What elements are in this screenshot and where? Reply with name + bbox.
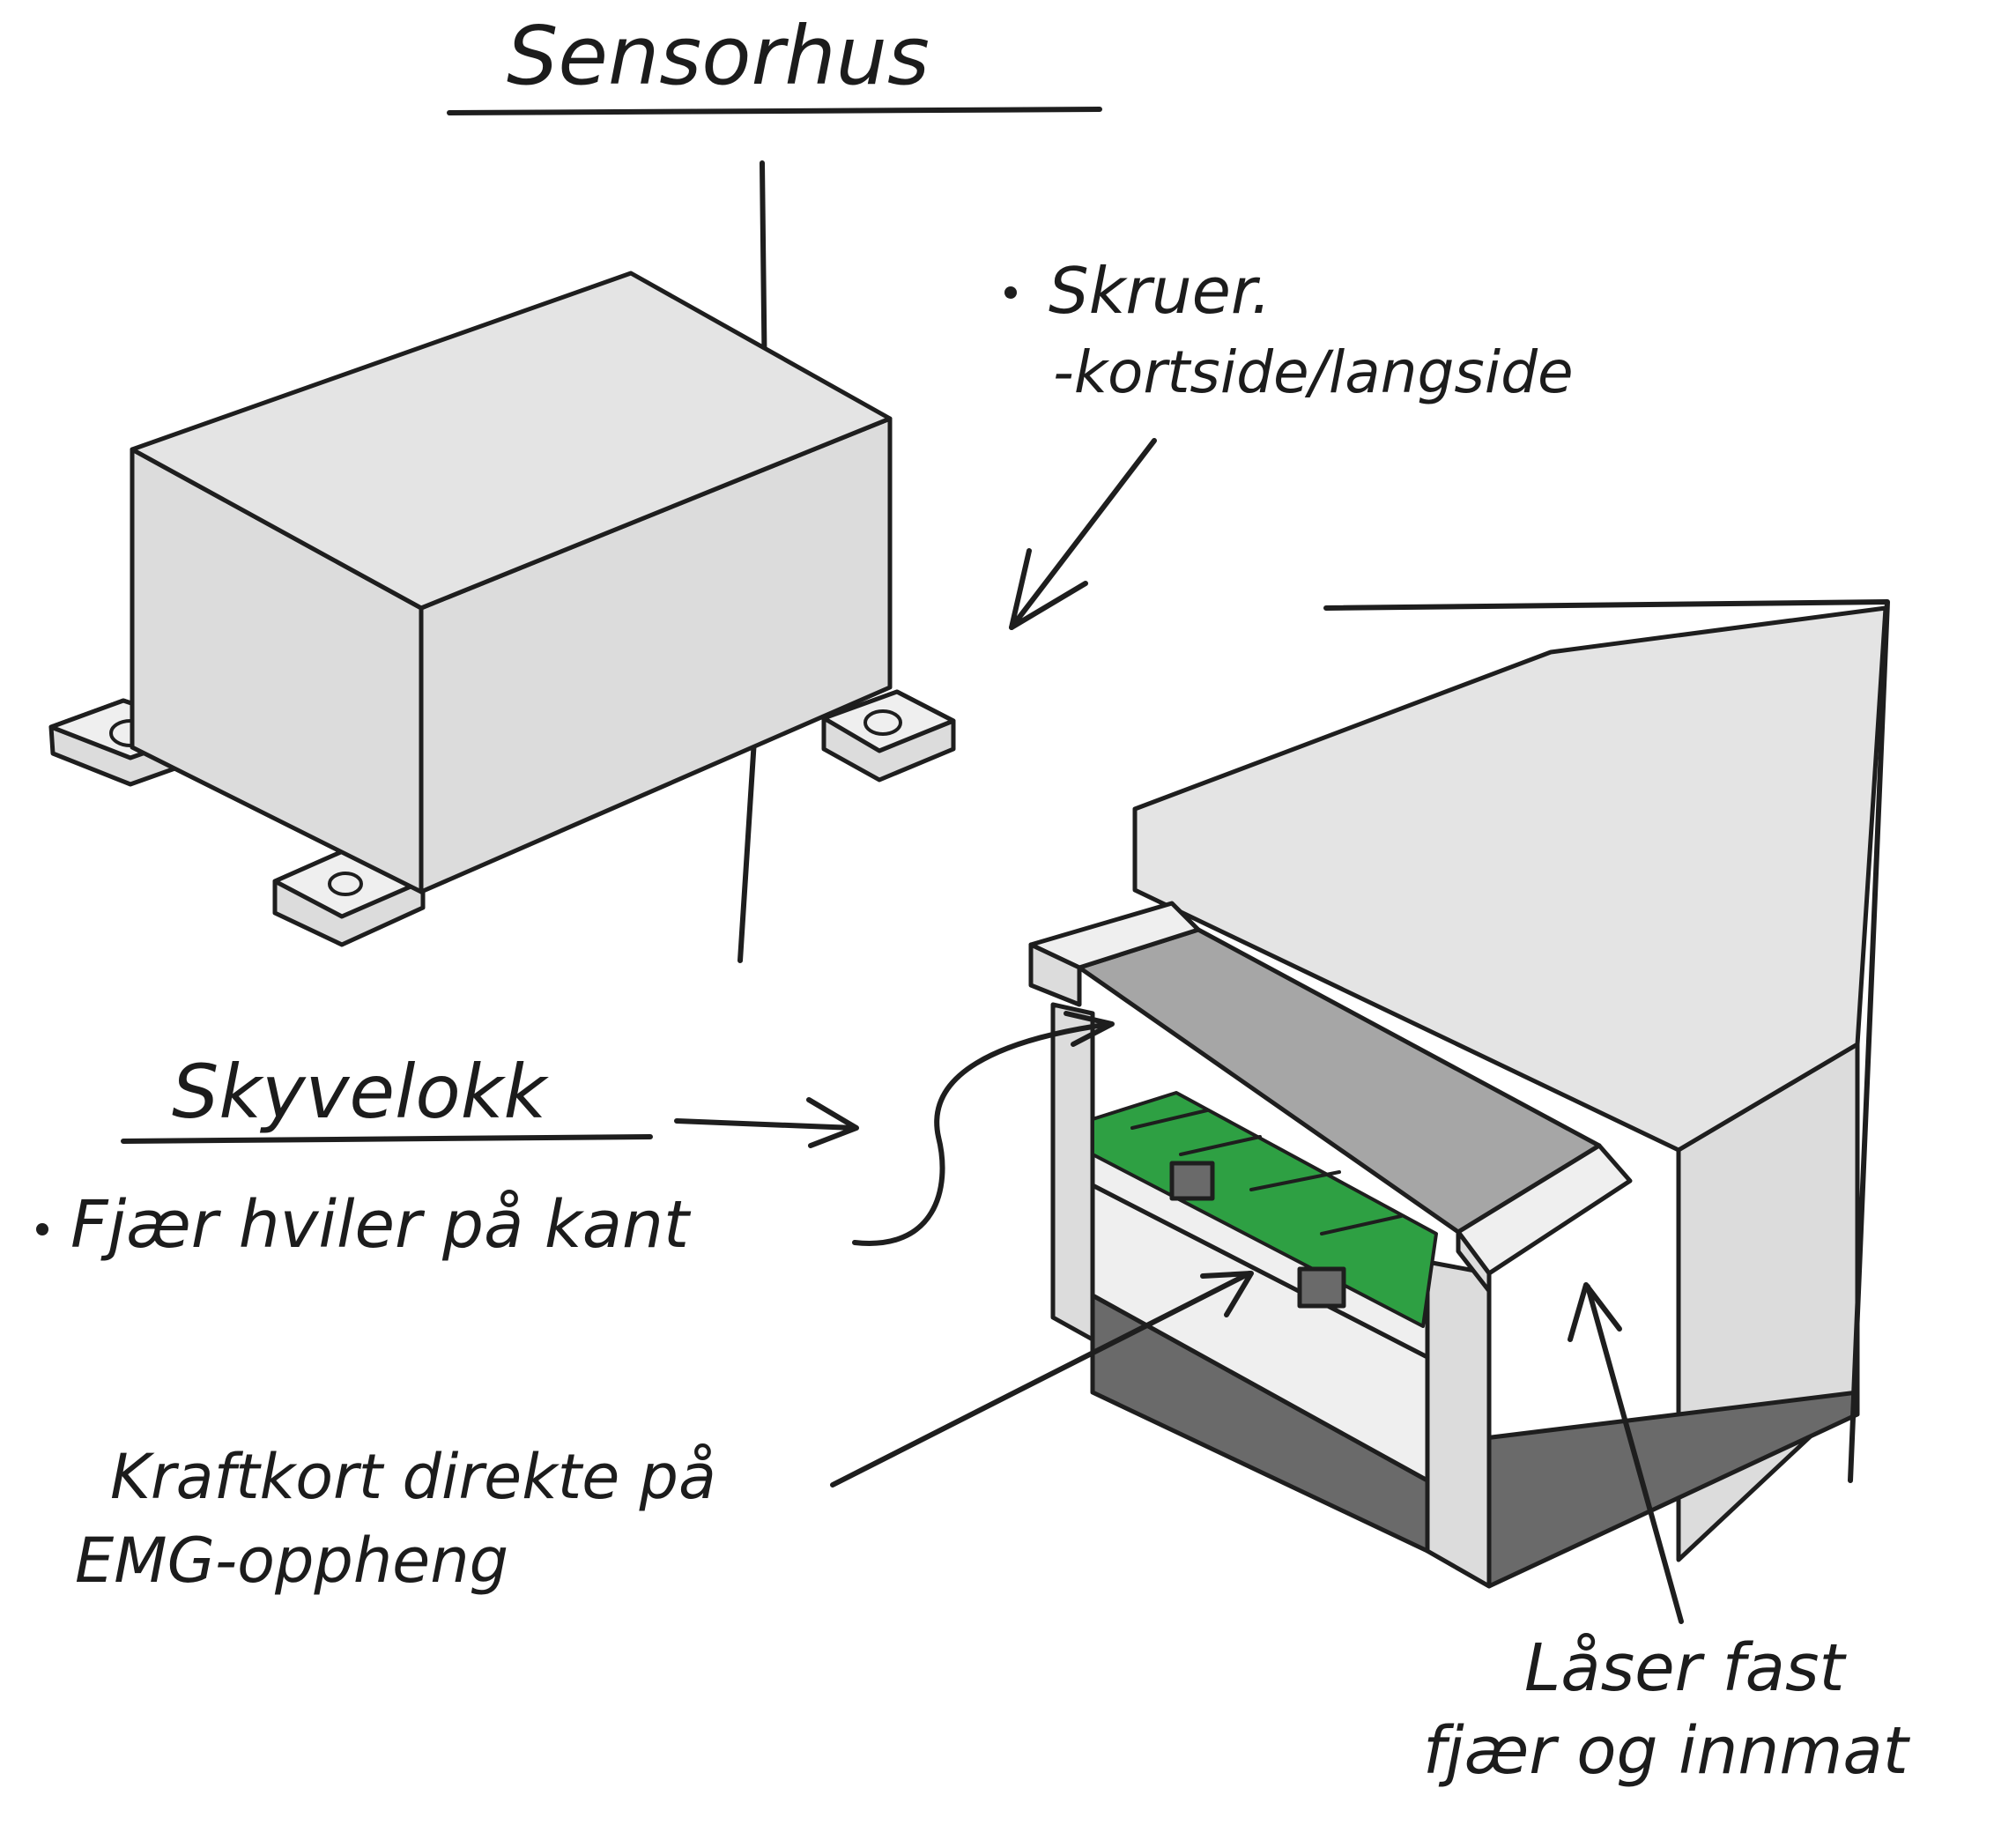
bullet-dot xyxy=(1004,286,1017,299)
housing-box-open xyxy=(1028,599,1890,1589)
spring-pointer-head xyxy=(1064,1011,1115,1047)
lock-label-line2: fjær og innmat xyxy=(1423,1713,1911,1789)
front-frame-left xyxy=(1050,1002,1095,1342)
sliding-lid-arrow-head xyxy=(806,1097,859,1148)
sliding-lid-label: Skyvelokk xyxy=(172,1049,549,1135)
sliding-lid-front-edge xyxy=(1456,1229,1492,1294)
lock-arrow-shaft xyxy=(1585,1284,1684,1624)
spring-note: Fjær hviler på kant xyxy=(36,1011,1115,1263)
lock-note: Låser fast fjær og innmat xyxy=(1423,1282,1911,1789)
box-top-face xyxy=(130,271,893,611)
screws-arrow-head xyxy=(1009,548,1088,630)
screws-sublabel: -kortside/langside xyxy=(1053,338,1574,406)
sliding-lid-left-edge xyxy=(1028,942,1082,1007)
spring-label: Fjær hviler på kant xyxy=(70,1187,692,1263)
pcb-hatching xyxy=(1130,1109,1403,1235)
screw-hole-right xyxy=(863,709,902,736)
sliding-lid-arrow-shaft xyxy=(674,1118,857,1131)
board-arrow-shaft xyxy=(830,1271,1252,1488)
sliding-lid-underline xyxy=(121,1134,653,1144)
force-board-pcb xyxy=(1091,1091,1438,1328)
screws-note: Skruer. -kortside/langside xyxy=(1004,254,1574,630)
board-label-line2: EMG-oppheng xyxy=(75,1525,508,1597)
title-underline xyxy=(447,107,1102,115)
board-note: Kraftkort direkte på EMG-oppheng xyxy=(75,1271,1254,1597)
screws-label: Skruer. xyxy=(1049,254,1271,328)
lock-label-line1: Låser fast xyxy=(1524,1630,1848,1706)
bullet-dot-spring xyxy=(36,1223,48,1235)
spring-pointer-line xyxy=(852,1021,1113,1246)
title-group: Sensorhus xyxy=(447,9,1102,115)
title-sensorhus: Sensorhus xyxy=(507,9,930,103)
board-label-line1: Kraftkort direkte på xyxy=(110,1441,716,1513)
housing-box-closed xyxy=(48,271,956,947)
open-box-top-face xyxy=(1132,605,1888,1153)
lock-arrow-head xyxy=(1568,1282,1622,1342)
screws-arrow-shaft xyxy=(1009,438,1157,630)
pcb-component-1 xyxy=(1169,1161,1215,1201)
screw-hole-front xyxy=(328,872,363,896)
sliding-lid-note: Skyvelokk xyxy=(121,1049,859,1148)
front-frame-right xyxy=(1425,1259,1492,1589)
mounting-tab-right-top xyxy=(821,689,956,753)
open-box-back-edge xyxy=(1323,599,1890,1483)
pcb-component-2 xyxy=(1297,1266,1346,1309)
board-arrow-head xyxy=(1200,1271,1254,1317)
